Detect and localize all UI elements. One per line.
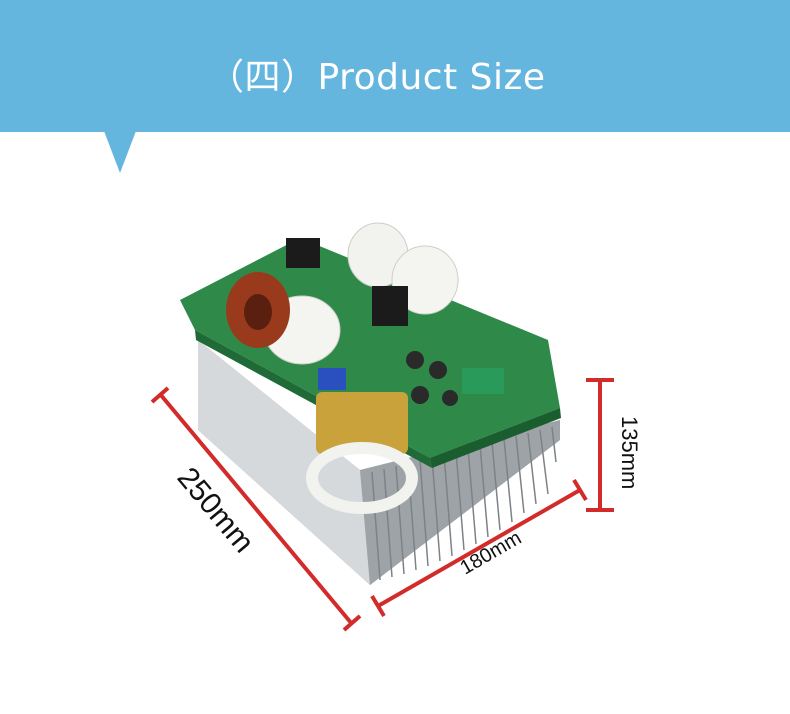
dimension-height [586,378,614,512]
heatsink [198,340,560,585]
toroid-inductor [226,272,290,348]
page-title: （四）Product Size [208,57,546,98]
height-label: 135mm [617,416,642,489]
small-capacitors [318,351,504,406]
dimension-length [150,386,362,632]
header-banner [0,0,790,132]
banner-pointer [104,131,136,173]
dimension-width [370,478,588,618]
black-relay-1 [286,238,320,268]
black-relay-2 [372,286,408,326]
capacitor-large-2 [391,245,459,315]
length-label: 250mm [171,461,261,559]
transformer [306,392,418,514]
